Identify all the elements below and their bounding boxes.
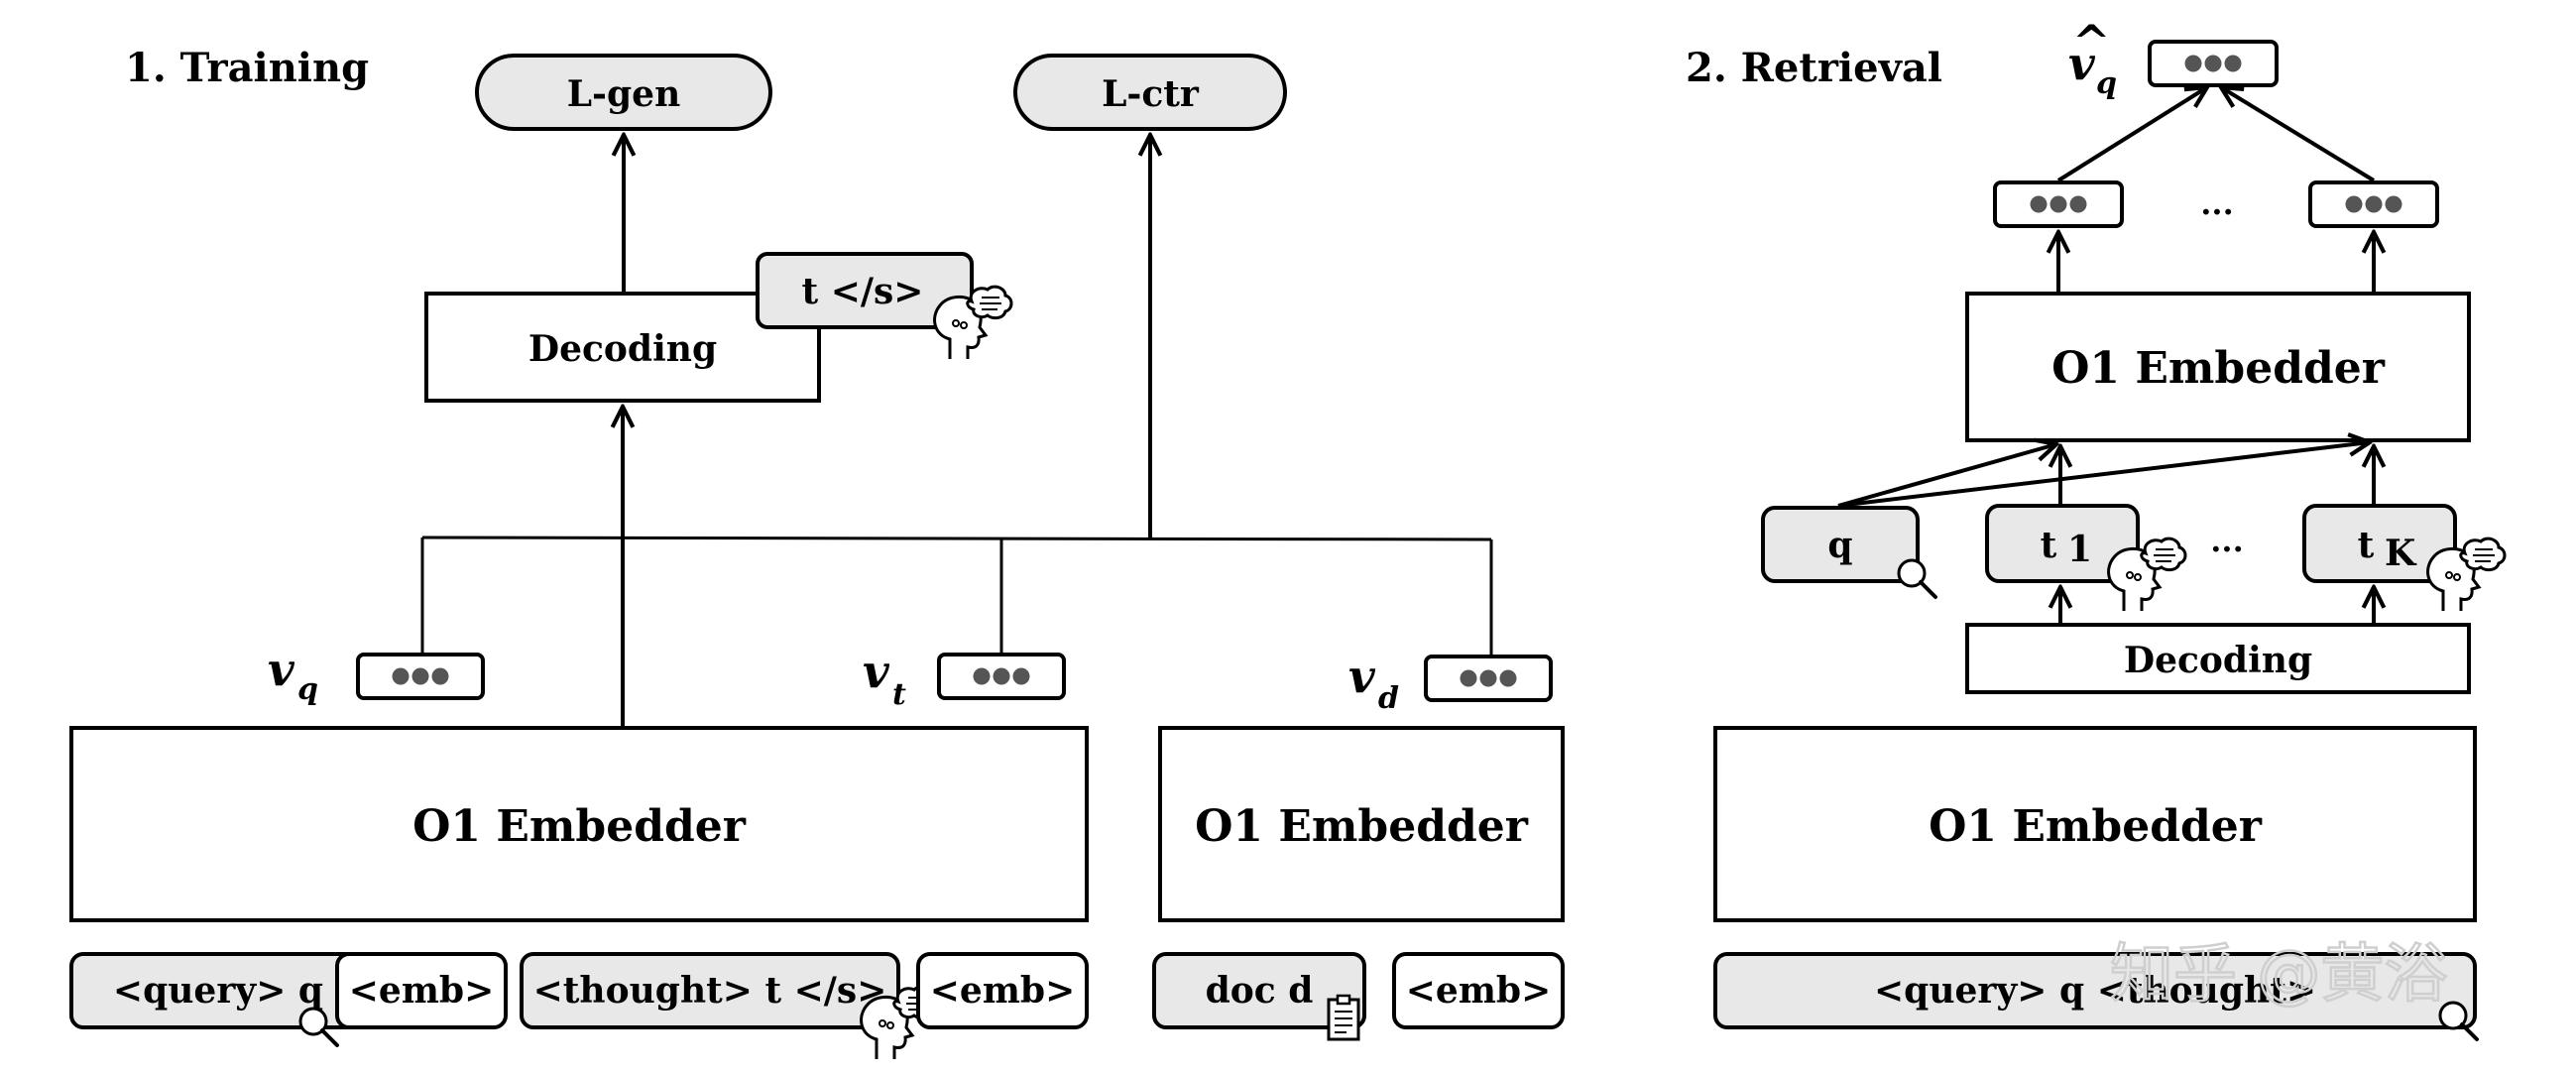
vq-hat-symbol: v (2068, 37, 2096, 90)
token-emb-2: <emb> (916, 952, 1089, 1029)
token-emb-2-label: <emb> (930, 970, 1076, 1012)
retrieval-tk-token: t K (2302, 504, 2507, 613)
vd-symbol: v (1348, 650, 1376, 703)
retrieval-t1-token: t 1 (1985, 504, 2187, 613)
vd-subscript: d (1378, 681, 1399, 716)
pool-arrow-left (2056, 87, 2207, 182)
vq-vector: v q (268, 643, 485, 707)
l-gen-label: L-gen (567, 73, 681, 115)
retrieval-embedder-bottom-label: O1 Embedder (1929, 801, 2263, 852)
retrieval-input-label: <query> q <thought> (1874, 970, 2316, 1012)
training-embedder-doc-label: O1 Embedder (1195, 801, 1529, 852)
thought-tag-label: t </s> (802, 271, 924, 312)
token-doc-label: doc d (1206, 970, 1314, 1012)
q-to-t1-arrow (1837, 444, 2056, 508)
vector-dots-icon (2184, 55, 2242, 72)
vector-dots-icon (2030, 195, 2087, 213)
vd-vector: v d (1348, 650, 1553, 716)
training-embedder-doc: O1 Embedder (1158, 726, 1565, 922)
vector-dots-icon (2345, 195, 2402, 213)
token-emb-3: <emb> (1392, 952, 1565, 1029)
retrieval-vector-1 (1993, 180, 2124, 228)
token-emb-3-label: <emb> (1406, 970, 1552, 1012)
thought-tag: t </s> (756, 252, 1013, 361)
vector-dots-icon (392, 667, 449, 685)
training-embedder-main: O1 Embedder (69, 726, 1089, 922)
retrieval-vector-k (2308, 180, 2439, 228)
l-gen-pill: L-gen (475, 54, 772, 131)
retrieval-panel: 2. Retrieval v ^ q ... O1 Embedder (1686, 15, 2507, 1041)
retrieval-ellipsis-top: ... (2200, 184, 2233, 222)
l-ctr-pill: L-ctr (1013, 54, 1287, 131)
vector-bracket (420, 536, 1493, 655)
magnifier-icon (1897, 558, 1937, 599)
token-query-label: <query> q (113, 970, 323, 1012)
training-title: 1. Training (125, 45, 369, 91)
retrieval-input-bar: <query> q <thought> (1713, 952, 2479, 1041)
q-to-tk-arrow (1837, 442, 2370, 508)
retrieval-title: 2. Retrieval (1686, 45, 1942, 91)
tk-symbol: t (2358, 525, 2375, 566)
token-emb-1: <emb> (335, 952, 508, 1029)
t1-subscript: 1 (2067, 529, 2092, 570)
pool-arrow-right (2221, 87, 2376, 182)
l-ctr-label: L-ctr (1102, 73, 1200, 115)
vt-vector: v t (863, 645, 1066, 712)
token-emb-1-label: <emb> (349, 970, 495, 1012)
retrieval-decoding-box: Decoding (1965, 623, 2471, 694)
vector-dots-icon (973, 667, 1030, 685)
training-embedder-main-label: O1 Embedder (412, 801, 747, 852)
retrieval-embedder-top-label: O1 Embedder (2051, 343, 2386, 394)
retrieval-decoding-label: Decoding (2124, 640, 2312, 681)
watermark: 知乎 @黄浴 (2110, 938, 2447, 1012)
vq-hat-vector: v ^ q (2068, 15, 2279, 101)
training-decoding-box: Decoding (424, 292, 821, 403)
retrieval-q-token: q (1761, 506, 1937, 599)
retrieval-q-label: q (1827, 525, 1852, 566)
vq-hat-accent: ^ (2072, 15, 2111, 68)
training-decoding-label: Decoding (528, 328, 717, 370)
t1-symbol: t (2041, 525, 2057, 566)
retrieval-ellipsis-mid: ... (2210, 522, 2243, 559)
vt-symbol: v (863, 645, 890, 698)
retrieval-embedder-top: O1 Embedder (1965, 292, 2471, 442)
vq-symbol: v (268, 643, 295, 696)
retrieval-embedder-bottom: O1 Embedder (1713, 726, 2477, 922)
document-icon (1327, 994, 1360, 1041)
training-panel: 1. Training L-gen L-ctr Decoding t </s> (69, 45, 1565, 1061)
tk-subscript: K (2385, 533, 2417, 574)
token-thought-label: <thought> t </s> (533, 970, 887, 1012)
token-doc: doc d (1152, 952, 1366, 1041)
vq-hat-subscript: q (2096, 66, 2117, 101)
vt-subscript: t (892, 677, 906, 712)
token-thought: <thought> t </s> (520, 952, 940, 1061)
vq-subscript: q (297, 672, 318, 707)
vector-dots-icon (1460, 669, 1517, 687)
token-query: <query> q (69, 952, 367, 1047)
